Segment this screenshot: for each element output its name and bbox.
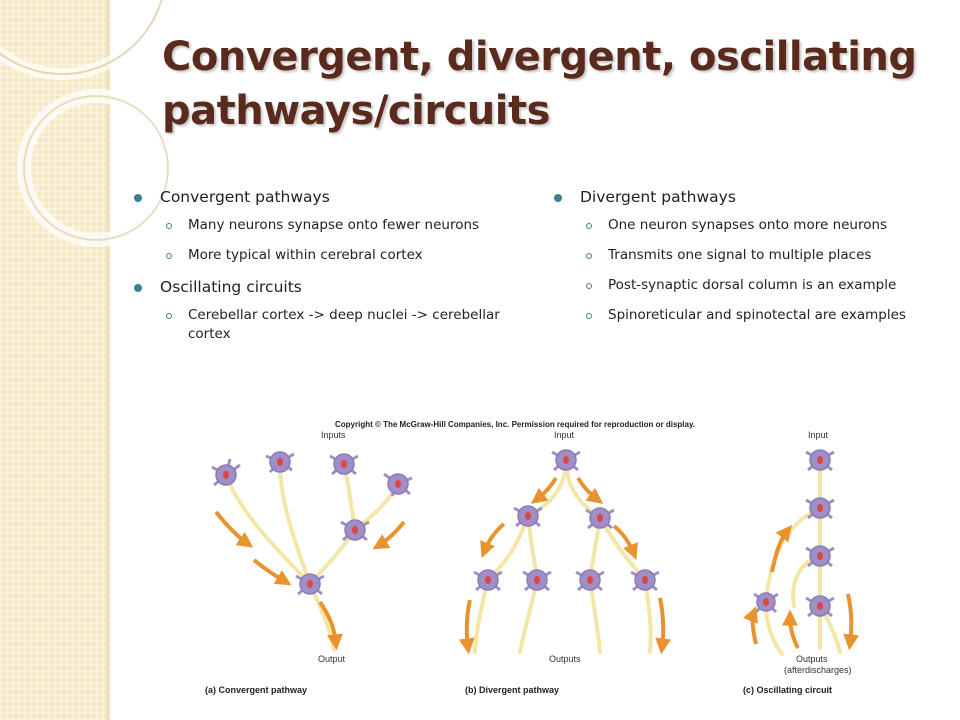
neuron-a5: [340, 519, 370, 542]
subbullet: Many neurons synapse onto fewer neurons: [134, 216, 524, 235]
panel-c-caption: (c) Oscillating circuit: [743, 685, 832, 695]
panel-b-caption: (b) Divergent pathway: [465, 685, 559, 695]
subbullet-text: Post-synaptic dorsal column is an exampl…: [608, 277, 897, 293]
neuron-c5: [753, 592, 779, 614]
subbullet-text: Many neurons synapse onto fewer neurons: [188, 217, 480, 233]
subbullet-text: Transmits one signal to multiple places: [608, 247, 872, 263]
panel-b-input-label: Input: [554, 430, 575, 440]
neuron-b7: [630, 569, 660, 592]
panel-a-output-label: Output: [318, 654, 346, 664]
panel-convergent: Inputs Output (a) Convergent pathwa: [205, 430, 413, 695]
neuron-a2: [265, 451, 295, 474]
subbullet-ring: [166, 253, 172, 259]
subbullet-ring: [586, 223, 592, 229]
subbullet-text: Spinoreticular and spinotectal are examp…: [608, 307, 906, 323]
subbullet-ring: [586, 313, 592, 319]
neuron-c3: [805, 545, 835, 568]
decorative-sidebar: [0, 0, 106, 720]
subbullet: One neuron synapses onto more neurons: [554, 216, 944, 235]
copyright-notice: Copyright © The McGraw-Hill Companies, I…: [335, 420, 695, 429]
neural-circuits-figure: Copyright © The McGraw-Hill Companies, I…: [205, 420, 860, 695]
left-column: Convergent pathways Many neurons synapse…: [134, 186, 524, 355]
panel-c-outputs-sublabel: (afterdischarges): [784, 665, 852, 675]
neuron-c1: [805, 449, 835, 472]
neuron-b3: [585, 507, 615, 530]
slide-title: Convergent, divergent, oscillating pathw…: [162, 34, 917, 134]
bullet-divergent: Divergent pathways: [554, 186, 944, 208]
bullet-text: Divergent pathways: [580, 188, 736, 206]
panel-divergent: Input: [458, 430, 672, 695]
sidebar-edge: [106, 0, 110, 720]
subbullet-ring: [166, 313, 172, 319]
panel-oscillating: Input Outputs (afterdischarges) (c) Osci…: [743, 430, 860, 695]
subbullet-ring: [586, 253, 592, 259]
bullet-text: Oscillating circuits: [160, 278, 302, 296]
subbullet-ring: [166, 223, 172, 229]
panel-b-outputs-label: Outputs: [549, 654, 581, 664]
panel-a-caption: (a) Convergent pathway: [205, 685, 307, 695]
bullet-convergent: Convergent pathways: [134, 186, 524, 208]
neuron-b6: [575, 569, 605, 592]
subbullet: Cerebellar cortex -> deep nuclei -> cere…: [134, 306, 524, 344]
panel-a-inputs-label: Inputs: [321, 430, 346, 440]
subbullet: Post-synaptic dorsal column is an exampl…: [554, 276, 944, 295]
neuron-a4: [383, 472, 413, 497]
right-column: Divergent pathways One neuron synapses o…: [554, 186, 944, 336]
neuron-c2: [805, 497, 835, 520]
subbullet-text: More typical within cerebral cortex: [188, 247, 423, 263]
panel-c-outputs-label: Outputs: [796, 654, 828, 664]
bullet-text: Convergent pathways: [160, 188, 330, 206]
neuron-b5: [522, 569, 552, 592]
neuron-a6: [295, 573, 325, 596]
subbullet: More typical within cerebral cortex: [134, 246, 524, 265]
subbullet: Spinoreticular and spinotectal are examp…: [554, 306, 944, 325]
neuron-b2: [513, 505, 543, 528]
neuron-b1: [551, 449, 581, 472]
subbullet: Transmits one signal to multiple places: [554, 246, 944, 265]
subbullet-text: Cerebellar cortex -> deep nuclei -> cere…: [188, 307, 500, 342]
panel-c-input-label: Input: [808, 430, 829, 440]
subbullet-ring: [586, 283, 592, 289]
subbullet-text: One neuron synapses onto more neurons: [608, 217, 888, 233]
neuron-b4: [473, 569, 503, 592]
neuron-a3: [329, 453, 359, 476]
bullet-dot: [134, 284, 142, 292]
bullet-dot: [554, 194, 562, 202]
bullet-oscillating: Oscillating circuits: [134, 276, 524, 298]
bullet-dot: [134, 194, 142, 202]
neuron-a1: [211, 458, 241, 487]
neuron-c4: [805, 595, 835, 618]
